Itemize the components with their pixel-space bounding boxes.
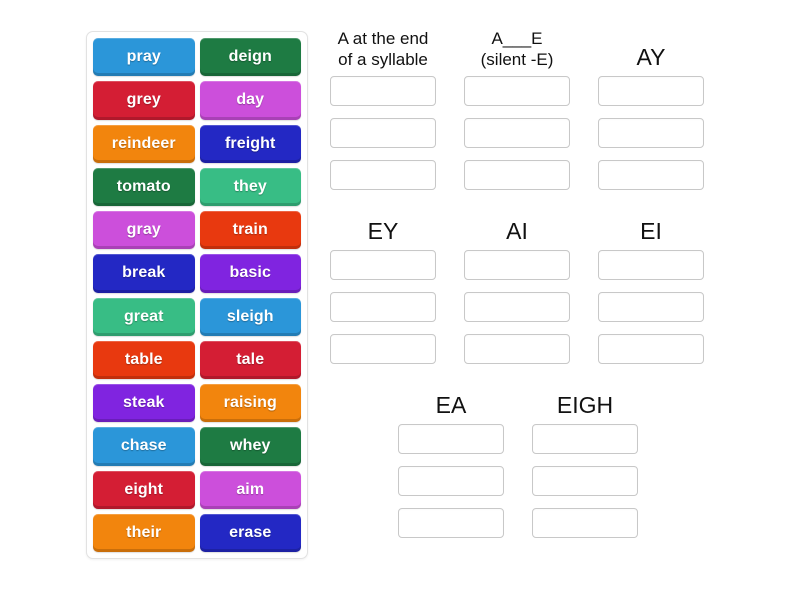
word-tile-erase[interactable]: erase (199, 513, 301, 552)
category-title-a-end-of-syllable: A at the end of a syllable (337, 29, 429, 69)
drop-box-ay-2[interactable] (598, 118, 704, 148)
word-tile-eight[interactable]: eight (93, 470, 195, 509)
drop-box-ea-1[interactable] (398, 424, 504, 454)
category-title-ea: EA (435, 392, 467, 418)
drop-box-ay-1[interactable] (598, 76, 704, 106)
category-groups: A at the end of a syllable A___E (silent … (322, 26, 784, 574)
word-tile-great[interactable]: great (93, 297, 195, 336)
category-ey: EY (330, 200, 436, 364)
drop-list-ea (398, 424, 504, 538)
word-tile-table[interactable]: table (93, 340, 195, 379)
category-title-ay: AY (636, 44, 666, 70)
drop-list-a-end-of-syllable (330, 76, 436, 190)
word-tile-raising[interactable]: raising (199, 384, 301, 423)
word-tile-tomato[interactable]: tomato (93, 167, 195, 206)
category-row: EA EIGH (398, 374, 784, 538)
drop-box-ey-2[interactable] (330, 292, 436, 322)
drop-box-ei-1[interactable] (598, 250, 704, 280)
drop-box-ea-3[interactable] (398, 508, 504, 538)
word-tile-reindeer[interactable]: reindeer (93, 124, 195, 163)
drop-box-a-end-of-syllable-3[interactable] (330, 160, 436, 190)
category-eigh: EIGH (532, 374, 638, 538)
drop-box-a-e-silent-e-1[interactable] (464, 76, 570, 106)
word-tile-break[interactable]: break (93, 254, 195, 293)
word-tile-their[interactable]: their (93, 513, 195, 552)
drop-box-a-e-silent-e-2[interactable] (464, 118, 570, 148)
drop-box-ey-3[interactable] (330, 334, 436, 364)
category-ea: EA (398, 374, 504, 538)
category-title-eigh: EIGH (556, 392, 614, 418)
category-ai: AI (464, 200, 570, 364)
word-tile-freight[interactable]: freight (199, 124, 301, 163)
drop-list-ay (598, 76, 704, 190)
word-tile-whey[interactable]: whey (199, 427, 301, 466)
category-ay: AY (598, 26, 704, 190)
drop-box-eigh-2[interactable] (532, 466, 638, 496)
drop-box-ei-2[interactable] (598, 292, 704, 322)
category-row: A at the end of a syllable A___E (silent … (330, 26, 784, 190)
category-a-end-of-syllable: A at the end of a syllable (330, 26, 436, 190)
word-tile-pray[interactable]: pray (93, 38, 195, 77)
word-tile-chase[interactable]: chase (93, 427, 195, 466)
word-tile-aim[interactable]: aim (199, 470, 301, 509)
drop-list-a-e-silent-e (464, 76, 570, 190)
word-tile-steak[interactable]: steak (93, 384, 195, 423)
drop-box-a-end-of-syllable-1[interactable] (330, 76, 436, 106)
drop-list-ai (464, 250, 570, 364)
category-a-e-silent-e: A___E (silent -E) (464, 26, 570, 190)
category-title-a-e-silent-e: A___E (silent -E) (480, 29, 554, 69)
word-tile-sleigh[interactable]: sleigh (199, 297, 301, 336)
drop-box-a-end-of-syllable-2[interactable] (330, 118, 436, 148)
drop-box-eigh-3[interactable] (532, 508, 638, 538)
drop-box-ei-3[interactable] (598, 334, 704, 364)
word-tile-grey[interactable]: grey (93, 81, 195, 120)
drop-list-ei (598, 250, 704, 364)
drop-list-eigh (532, 424, 638, 538)
category-title-ey: EY (367, 218, 399, 244)
category-row: EY AI EI (330, 200, 784, 364)
word-tile-gray[interactable]: gray (93, 211, 195, 250)
drop-box-ea-2[interactable] (398, 466, 504, 496)
drop-box-a-e-silent-e-3[interactable] (464, 160, 570, 190)
word-tile-train[interactable]: train (199, 211, 301, 250)
category-title-ei: EI (640, 218, 662, 244)
drop-box-ai-2[interactable] (464, 292, 570, 322)
drop-box-ai-3[interactable] (464, 334, 570, 364)
word-tile-day[interactable]: day (199, 81, 301, 120)
word-tile-tale[interactable]: tale (199, 340, 301, 379)
category-ei: EI (598, 200, 704, 364)
drop-box-ay-3[interactable] (598, 160, 704, 190)
drop-list-ey (330, 250, 436, 364)
drop-box-ai-1[interactable] (464, 250, 570, 280)
drop-box-ey-1[interactable] (330, 250, 436, 280)
category-title-ai: AI (506, 218, 528, 244)
word-tile-they[interactable]: they (199, 167, 301, 206)
drop-box-eigh-1[interactable] (532, 424, 638, 454)
word-tile-deign[interactable]: deign (199, 38, 301, 77)
word-tile-basic[interactable]: basic (199, 254, 301, 293)
